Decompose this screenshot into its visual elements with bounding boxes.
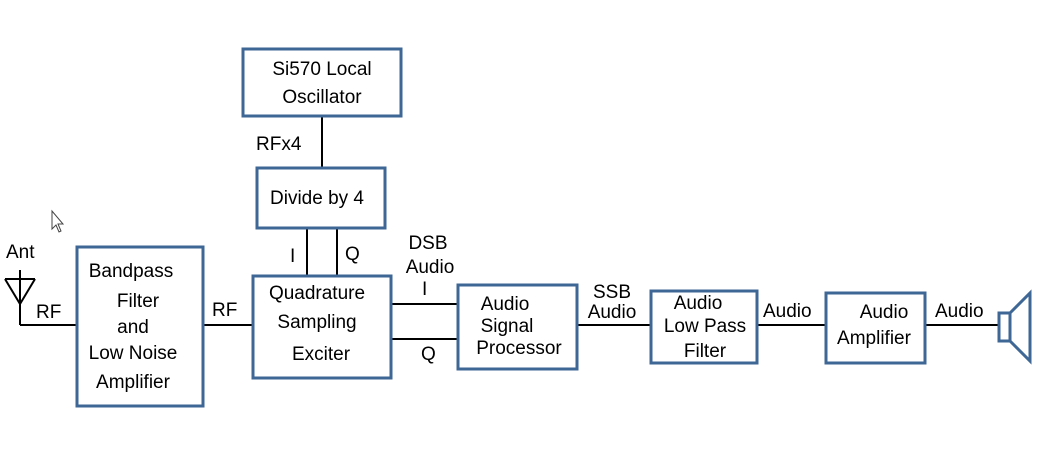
i-top-label: I xyxy=(290,246,295,267)
dsb-label-1: DSB xyxy=(408,233,447,254)
q-out-label: Q xyxy=(421,344,436,365)
lpf-label-1: Audio xyxy=(674,293,723,314)
lpf-label-3: Filter xyxy=(684,341,727,362)
bandpass-block: Bandpass Filter and Low Noise Amplifier xyxy=(75,245,205,408)
processor-label-1: Audio xyxy=(481,294,530,315)
rf-ant-label: RF xyxy=(36,302,61,323)
audio-label-1: Audio xyxy=(763,301,812,322)
connections xyxy=(20,116,998,340)
i-out-label: I xyxy=(422,279,427,300)
ssb-label-2: Audio xyxy=(588,302,637,323)
ssb-label-1: SSB xyxy=(593,282,631,303)
dsb-label-2: Audio xyxy=(406,257,455,278)
antenna-icon xyxy=(4,270,36,325)
audio-amplifier-block: Audio Amplifier xyxy=(824,291,927,365)
bandpass-label-3: and xyxy=(117,317,149,338)
bandpass-label-1: Bandpass xyxy=(89,261,174,282)
oscillator-block: Si570 Local Oscillator xyxy=(241,47,403,118)
exciter-block: Quadrature Sampling Exciter xyxy=(251,274,393,380)
oscillator-label-2: Oscillator xyxy=(282,87,362,108)
amp-label-1: Audio xyxy=(860,302,909,323)
lpf-label-2: Low Pass xyxy=(664,316,746,337)
speaker-icon xyxy=(997,289,1032,365)
rf-mid-label: RF xyxy=(212,300,237,321)
oscillator-label-1: Si570 Local xyxy=(272,59,371,80)
bandpass-label-2: Filter xyxy=(117,291,160,312)
low-pass-block: Audio Low Pass Filter xyxy=(649,289,759,365)
mouse-pointer-icon xyxy=(51,209,65,233)
bandpass-label-4: Low Noise xyxy=(89,343,178,364)
audio-label-2: Audio xyxy=(935,301,984,322)
processor-label-3: Processor xyxy=(476,338,562,359)
bandpass-label-5: Amplifier xyxy=(96,372,171,393)
exciter-label-2: Sampling xyxy=(277,312,356,333)
exciter-label-3: Exciter xyxy=(292,344,351,365)
divider-block: Divide by 4 xyxy=(255,166,387,230)
q-top-label: Q xyxy=(345,244,360,265)
divider-label: Divide by 4 xyxy=(270,188,364,209)
exciter-label-1: Quadrature xyxy=(269,283,365,304)
amp-label-2: Amplifier xyxy=(837,328,912,349)
rfx4-label: RFx4 xyxy=(256,134,302,155)
processor-label-2: Signal xyxy=(481,316,534,337)
ant-label: Ant xyxy=(6,242,35,263)
audio-processor-block: Audio Signal Processor xyxy=(456,283,579,371)
